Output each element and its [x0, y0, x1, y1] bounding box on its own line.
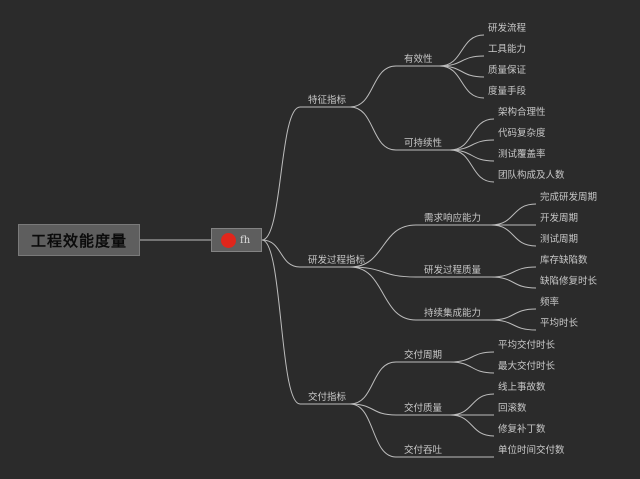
record-dot-icon [221, 232, 236, 248]
group-to-category-connector [349, 224, 417, 268]
leaf-label[interactable]: 度量手段 [488, 86, 527, 97]
category-to-leaf-connector [449, 361, 495, 374]
leaf-label[interactable]: 最大交付时长 [498, 361, 556, 372]
leaf-label[interactable]: 平均时长 [540, 318, 579, 329]
category-to-leaf-connector [490, 308, 537, 321]
hub-to-group-connector [261, 106, 301, 241]
group-to-category-connector [349, 403, 397, 458]
group-to-category-connector [349, 106, 397, 151]
category-to-leaf-connector [490, 224, 537, 247]
category-label[interactable]: 研发过程质量 [424, 265, 482, 276]
category-to-leaf-connector [490, 319, 537, 331]
category-to-leaf-connector [449, 149, 495, 162]
leaf-label[interactable]: 完成研发周期 [540, 192, 598, 203]
leaf-label[interactable]: 代码复杂度 [498, 128, 546, 139]
leaf-label[interactable]: 架构合理性 [498, 107, 546, 118]
group-label[interactable]: 交付指标 [308, 392, 347, 403]
leaf-label[interactable]: 测试覆盖率 [498, 149, 546, 160]
leaf-label[interactable]: 线上事故数 [498, 382, 546, 393]
hub-to-group-connector [261, 239, 301, 268]
group-label[interactable]: 研发过程指标 [308, 255, 366, 266]
category-to-leaf-connector [449, 414, 495, 437]
category-to-leaf-connector [449, 393, 495, 416]
category-to-leaf-connector [490, 276, 537, 289]
leaf-label[interactable]: 工具能力 [488, 44, 527, 55]
hub-node-label: fh [240, 234, 251, 246]
hub-to-group-connector [261, 239, 301, 405]
category-to-leaf-connector [490, 266, 537, 278]
leaf-label[interactable]: 平均交付时长 [498, 340, 556, 351]
leaf-label[interactable]: 质量保证 [488, 65, 527, 76]
hub-node[interactable]: fh [211, 228, 262, 252]
leaf-label[interactable]: 回滚数 [498, 403, 527, 414]
category-to-leaf-connector [439, 65, 485, 99]
root-node-label: 工程效能度量 [30, 231, 127, 250]
category-label[interactable]: 有效性 [404, 54, 433, 65]
group-to-category-connector [349, 266, 417, 278]
category-to-leaf-connector [449, 139, 495, 151]
leaf-label[interactable]: 库存缺陷数 [540, 255, 588, 266]
leaf-label[interactable]: 开发周期 [540, 213, 579, 224]
group-to-category-connector [349, 361, 397, 405]
category-label[interactable]: 交付周期 [404, 350, 443, 361]
category-label[interactable]: 交付吞吐 [404, 445, 443, 456]
category-label[interactable]: 需求响应能力 [424, 213, 482, 224]
category-to-leaf-connector [449, 149, 495, 183]
category-to-leaf-connector [439, 65, 485, 78]
leaf-label[interactable]: 频率 [540, 297, 560, 308]
leaf-label[interactable]: 单位时间交付数 [498, 445, 565, 456]
leaf-label[interactable]: 研发流程 [488, 23, 527, 34]
leaf-label[interactable]: 团队构成及人数 [498, 170, 565, 181]
leaf-label[interactable]: 修复补丁数 [498, 424, 546, 435]
category-to-leaf-connector [490, 203, 537, 226]
leaf-label[interactable]: 测试周期 [540, 234, 579, 245]
leaf-label[interactable]: 缺陷修复时长 [540, 276, 598, 287]
group-to-category-connector [349, 65, 397, 108]
root-node[interactable]: 工程效能度量 [18, 224, 140, 256]
category-to-leaf-connector [439, 55, 485, 67]
group-to-category-connector [349, 403, 397, 416]
group-label[interactable]: 特征指标 [308, 95, 347, 106]
category-label[interactable]: 持续集成能力 [424, 308, 482, 319]
category-to-leaf-connector [439, 34, 485, 67]
category-to-leaf-connector [449, 118, 495, 151]
category-label[interactable]: 可持续性 [404, 138, 443, 149]
category-to-leaf-connector [449, 351, 495, 363]
group-to-category-connector [349, 266, 417, 321]
category-label[interactable]: 交付质量 [404, 403, 443, 414]
